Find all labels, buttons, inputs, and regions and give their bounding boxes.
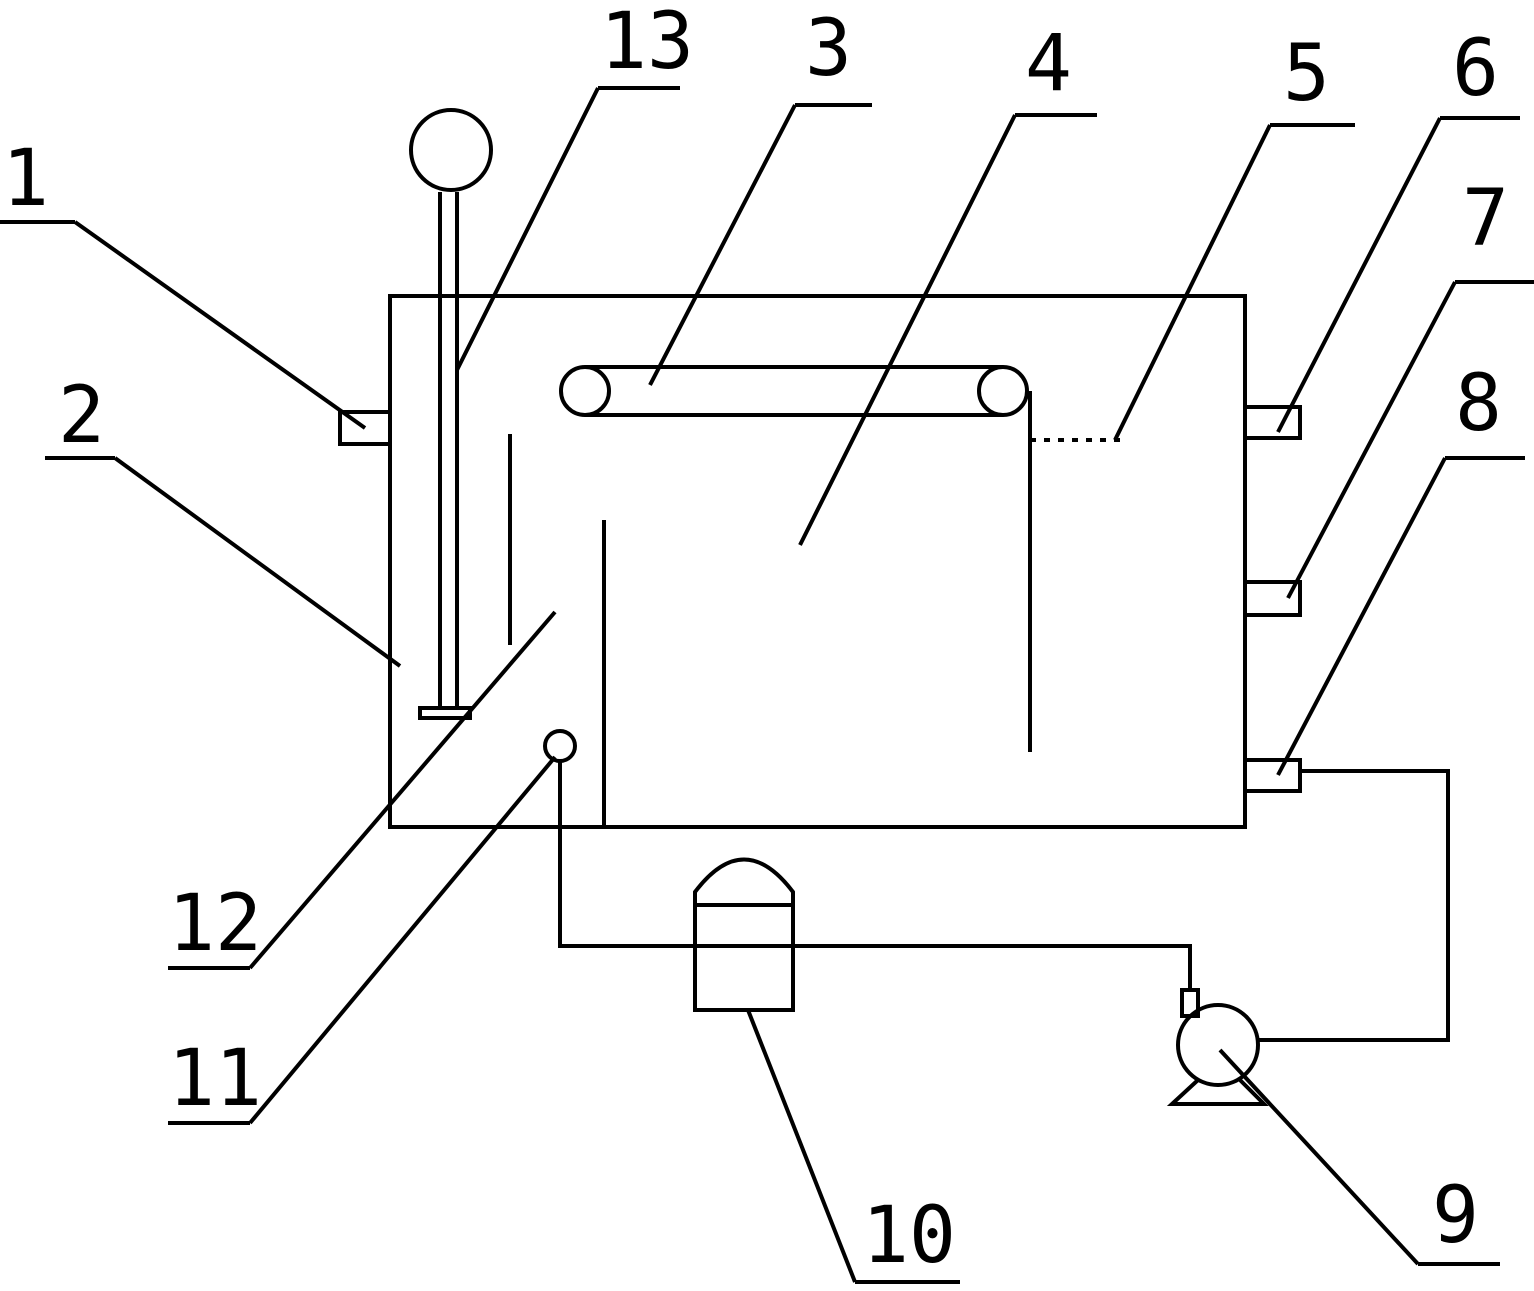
right-middle-port: [1245, 580, 1302, 617]
label-6: 6: [1452, 24, 1499, 114]
label-5: 5: [1283, 29, 1330, 119]
label-3: 3: [805, 4, 852, 94]
label-7: 7: [1462, 174, 1509, 264]
part-labels: 1 2 13 3 4 5 6 7 8 12 11 10 9: [2, 0, 1509, 1281]
label-11: 11: [168, 1034, 262, 1124]
filter-canister: [693, 857, 795, 1012]
label-2: 2: [58, 371, 105, 461]
left-inlet-port: [338, 410, 390, 446]
label-4: 4: [1025, 19, 1072, 109]
label-9: 9: [1432, 1171, 1479, 1261]
partition-walls: [508, 434, 606, 827]
label-12: 12: [168, 879, 262, 969]
label-13: 13: [600, 0, 694, 87]
bottom-outlet-port: [1245, 758, 1302, 793]
aerator-nozzle: [543, 729, 577, 763]
float-gauge: [409, 108, 493, 720]
pump: [1166, 988, 1269, 1106]
label-10: 10: [862, 1191, 956, 1281]
tank-body: [388, 294, 1247, 829]
leader-lines: [0, 86, 1534, 1284]
right-upper-port: [1245, 405, 1302, 440]
pipework: [558, 762, 1450, 1042]
label-8: 8: [1455, 359, 1502, 449]
label-1: 1: [2, 134, 49, 224]
conveyor-belt: [559, 365, 1032, 752]
